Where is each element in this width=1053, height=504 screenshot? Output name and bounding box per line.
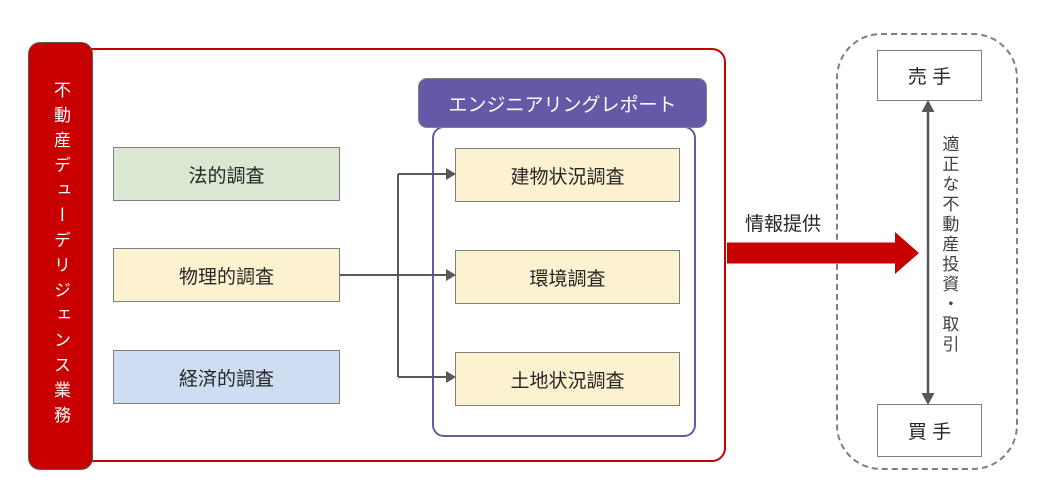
due-diligence-banner: 不動産デューデリジェンス業務 — [28, 42, 93, 470]
seller-box: 売 手 — [877, 50, 982, 101]
buyer-label: 買 手 — [907, 422, 952, 443]
fair-transaction-label: 適正な不動産投資・取引 — [939, 135, 959, 355]
economic-investigation-label: 経済的調査 — [178, 368, 274, 390]
engineering-report-title: エンジニアリングレポート — [448, 94, 677, 116]
building-condition-box: 建物状況調査 — [455, 148, 680, 202]
land-condition-label: 土地状況調査 — [510, 370, 625, 392]
banner-label: 不動産デューデリジェンス業務 — [51, 81, 70, 431]
environment-survey-label: 環境調査 — [529, 268, 606, 290]
physical-investigation-box: 物理的調査 — [113, 248, 340, 302]
buyer-box: 買 手 — [877, 404, 982, 457]
information-provision-label: 情報提供 — [744, 214, 821, 235]
physical-investigation-label: 物理的調査 — [178, 266, 274, 288]
engineering-report-header: エンジニアリングレポート — [418, 78, 707, 128]
legal-investigation-label: 法的調査 — [188, 165, 265, 187]
seller-label: 売 手 — [907, 67, 952, 88]
land-condition-box: 土地状況調査 — [455, 352, 680, 406]
legal-investigation-box: 法的調査 — [113, 147, 340, 201]
economic-investigation-box: 経済的調査 — [113, 350, 340, 404]
building-condition-label: 建物状況調査 — [510, 166, 625, 188]
environment-survey-box: 環境調査 — [455, 250, 680, 304]
